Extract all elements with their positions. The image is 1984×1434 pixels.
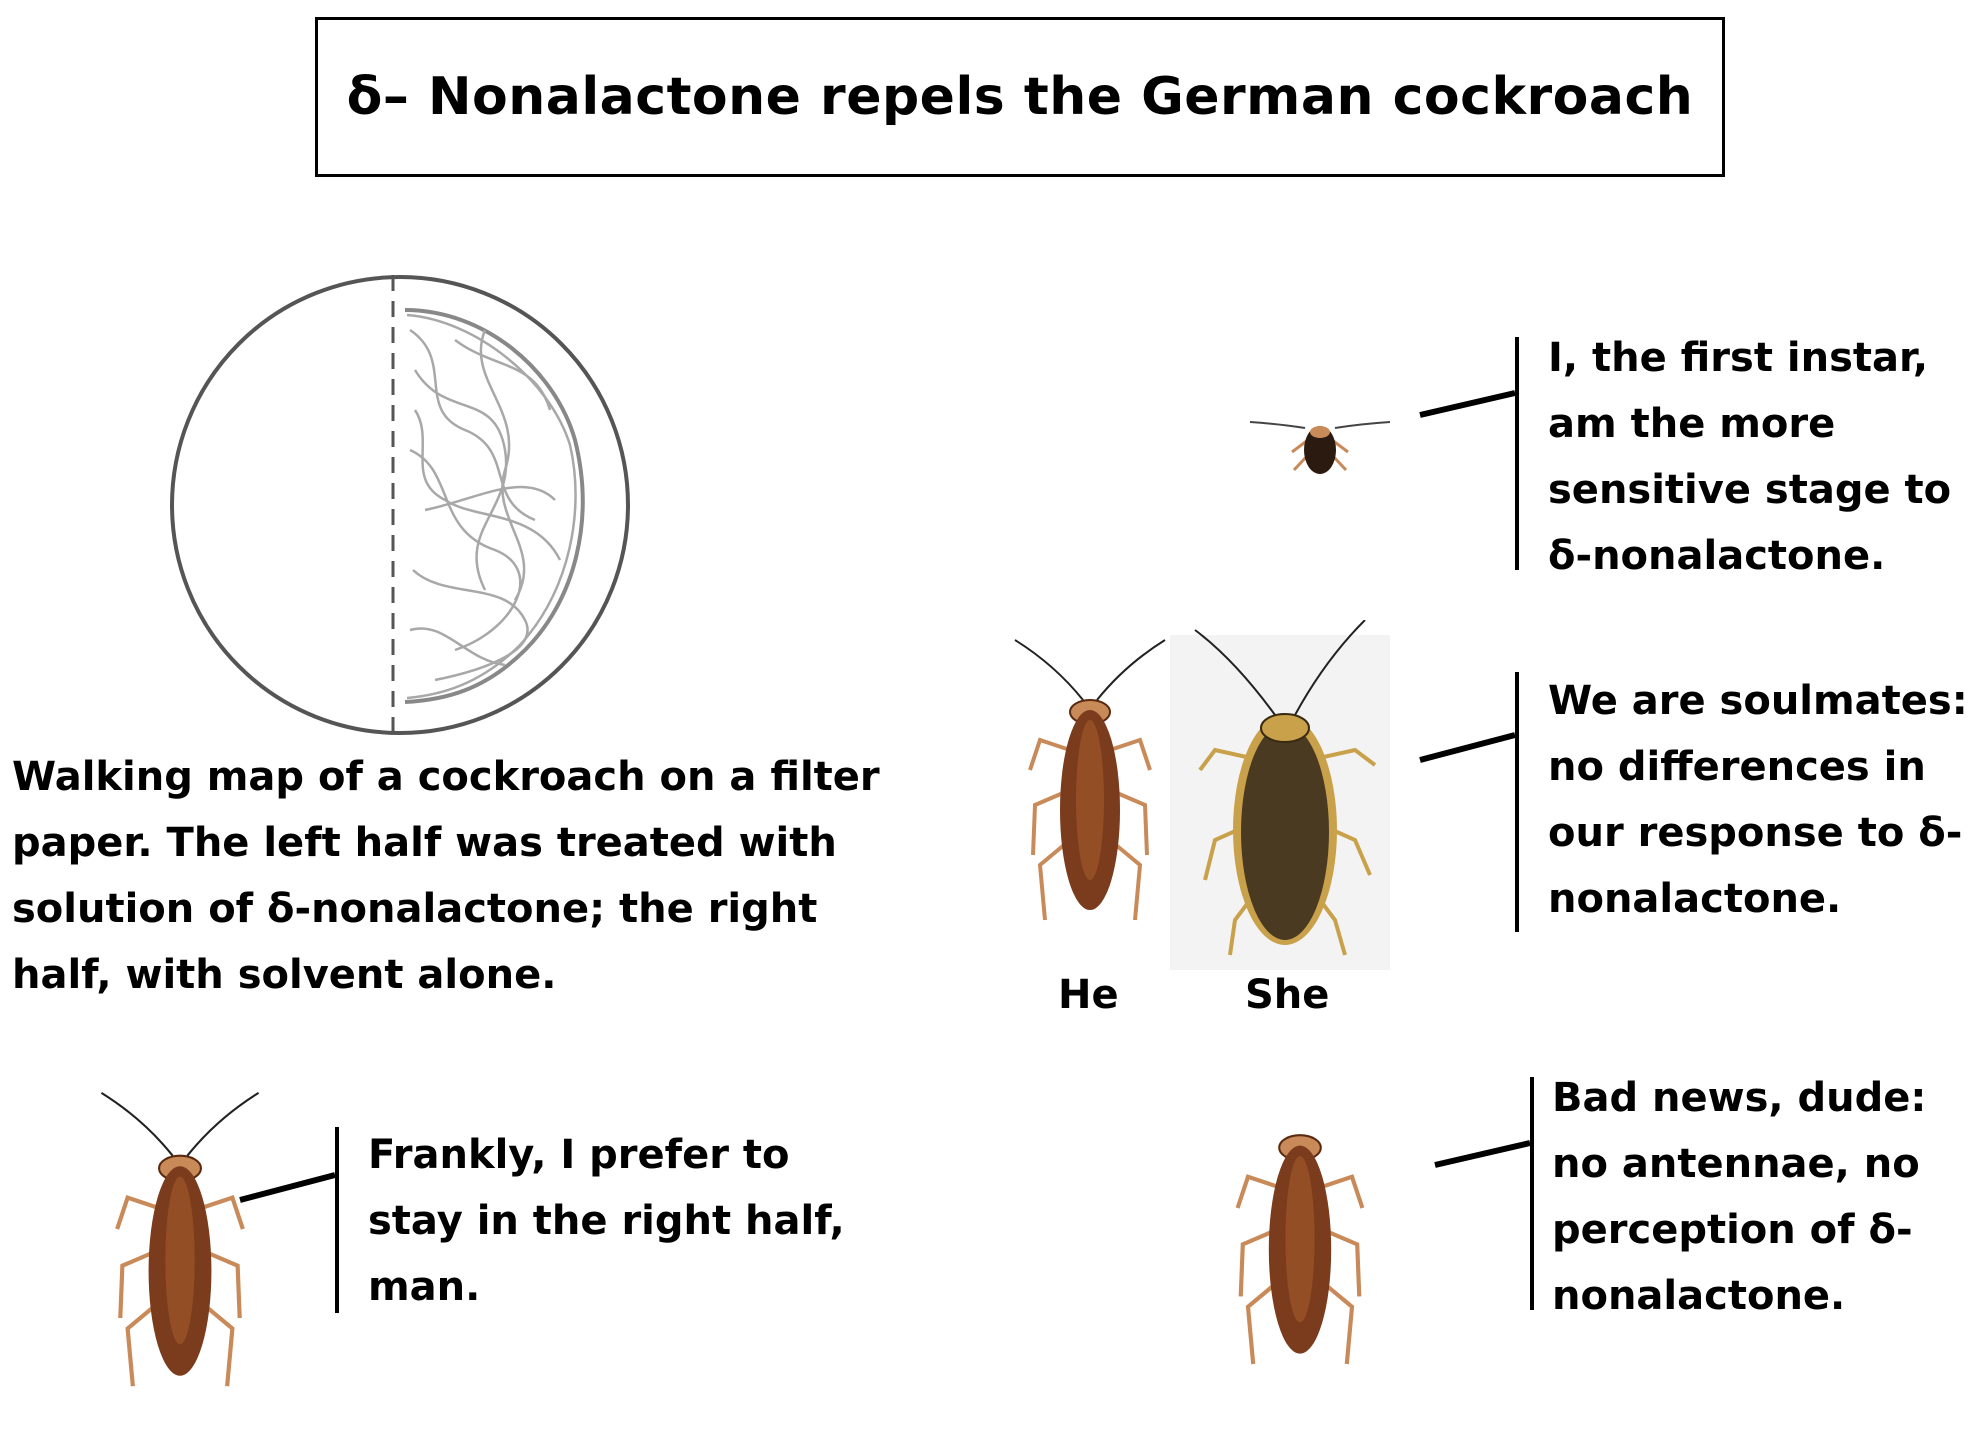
she-label: She xyxy=(1245,972,1330,1018)
callout-line-soulmates xyxy=(1419,672,1519,932)
antennae-text: Bad news, dude: no antennae, no percepti… xyxy=(1552,1075,1927,1319)
soulmates-text: We are soulmates: no differences in our … xyxy=(1548,678,1968,922)
walking-map-caption: Walking map of a cockroach on a filter p… xyxy=(12,754,880,998)
instar-text: I, the first instar, am the more sensiti… xyxy=(1548,335,1952,579)
title-box: δ– Nonalactone repels the German cockroa… xyxy=(315,17,1725,177)
page-title: δ– Nonalactone repels the German cockroa… xyxy=(346,67,1694,127)
walking-map xyxy=(170,275,630,740)
callout-line-antennae xyxy=(1434,1077,1534,1310)
first-instar-illustration xyxy=(1250,421,1390,474)
he-label: He xyxy=(1058,972,1119,1018)
frankly-text: Frankly, I prefer to stay in the right h… xyxy=(368,1132,845,1310)
filter-paper-circle xyxy=(170,275,630,735)
callout-line-frankly xyxy=(239,1127,339,1313)
roach-female-she-illustration xyxy=(1194,620,1377,956)
roach-male-he-illustration xyxy=(1013,638,1167,922)
roach-antennaeless-illustration xyxy=(1235,1134,1365,1365)
callout-line-instar xyxy=(1419,337,1519,570)
walking-trail xyxy=(404,308,585,704)
